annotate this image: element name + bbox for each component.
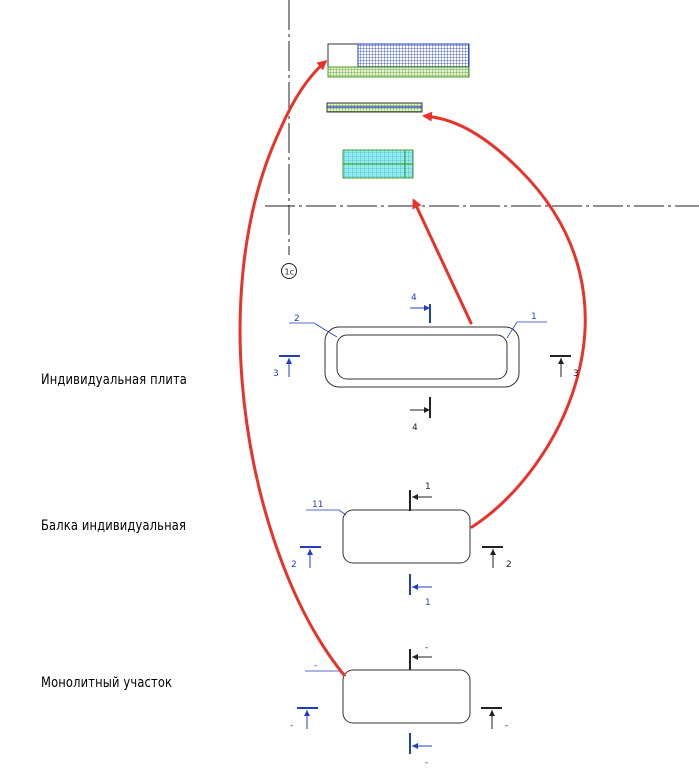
arrow-monolithic-to-plan [238, 60, 346, 677]
plate-section-left-label: 3 [273, 369, 279, 379]
grid-axis-bubble[interactable] [281, 263, 297, 279]
label-individual-beam: Балка индивидуальная [41, 518, 187, 534]
correspondence-arrows [238, 60, 587, 677]
plate-symbol[interactable] [279, 304, 571, 418]
arrow-beam-to-plan [422, 111, 587, 529]
beam-section-right-label: 2 [506, 560, 512, 570]
plate-section-right-label: 3 [573, 369, 579, 379]
beam-section-bottom-label: 1 [425, 598, 431, 608]
monolithic-leader-left-label: - [314, 661, 317, 671]
plate-section-left-marker [279, 355, 300, 377]
label-individual-plate: Индивидуальная плита [41, 372, 187, 388]
plate-leader-right-label: 1 [531, 312, 537, 322]
monolithic-section-right-label: - [505, 721, 508, 731]
plate-section-top-label: 4 [411, 293, 417, 303]
plate-section-bottom-label: 4 [412, 423, 418, 433]
beam-symbol[interactable] [300, 490, 503, 595]
beam-section-left-marker [300, 546, 321, 568]
monolithic-section-right-marker [481, 707, 502, 729]
monolithic-section-left-marker [297, 707, 318, 729]
monolithic-section-bottom-label: - [425, 758, 428, 768]
beam-section-top-label: 1 [425, 482, 431, 492]
plate-leader-left [289, 322, 338, 338]
arrow-plate-to-plan [412, 198, 473, 325]
beam-section-top-marker [409, 490, 432, 511]
plan-beam-element[interactable] [326, 102, 423, 113]
plate-leader-left-label: 2 [294, 314, 300, 324]
monolithic-section-left-label: - [290, 721, 293, 731]
plan-monolithic-element[interactable] [342, 149, 414, 179]
beam-section-left-label: 2 [291, 560, 297, 570]
grid-axis-label: 1c [285, 268, 295, 277]
beam-section-right-marker [482, 546, 503, 568]
monolithic-section-bottom-marker [409, 733, 432, 754]
monolithic-section-top-label: - [425, 643, 428, 653]
plate-section-right-marker [550, 355, 571, 377]
plate-section-top-marker [410, 304, 431, 323]
label-monolithic-section: Монолитный участок [41, 675, 173, 691]
grid-axis-lines [265, 0, 699, 255]
beam-leader-left-label: 11 [312, 500, 323, 510]
monolithic-section-top-marker [409, 649, 432, 670]
plate-leader-right [506, 321, 547, 339]
plan-plate-element[interactable] [327, 43, 470, 78]
beam-section-bottom-marker [409, 574, 432, 595]
monolithic-symbol[interactable] [297, 649, 502, 754]
beam-leader-left [306, 509, 347, 516]
plate-section-bottom-marker [410, 397, 431, 418]
